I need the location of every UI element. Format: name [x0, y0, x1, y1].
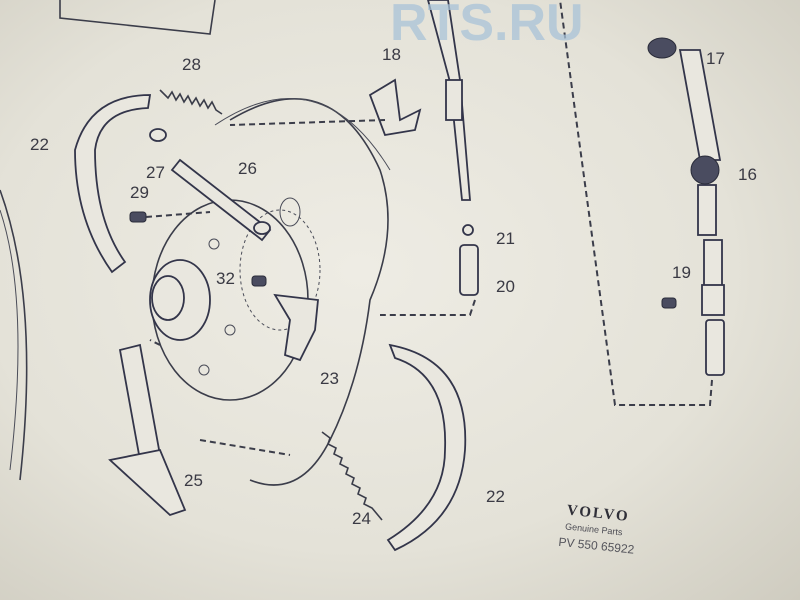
washer-21 — [462, 224, 474, 236]
frame-box — [59, 0, 216, 35]
callout-19: 19 — [672, 263, 691, 282]
cable-end-20 — [459, 244, 479, 296]
adjuster-25 — [108, 448, 187, 517]
volvo-logo: VOLVO — [566, 502, 630, 525]
bracket-18 — [368, 78, 422, 137]
adjuster-rod — [170, 158, 272, 242]
adjuster-pin — [149, 128, 167, 142]
callout-32: 32 — [216, 269, 235, 288]
callout-26: 26 — [238, 159, 257, 178]
drum-edge-inner — [0, 209, 19, 471]
callout-24: 24 — [352, 509, 371, 528]
abs-ring — [239, 209, 321, 331]
screw-32 — [251, 275, 267, 287]
cable-route — [380, 299, 476, 316]
cable-section — [703, 239, 723, 291]
lever-23 — [273, 293, 319, 362]
callout-18: 18 — [382, 45, 401, 64]
callout-20: 20 — [496, 277, 515, 296]
bolt-hole — [208, 238, 220, 250]
callout-16: 16 — [738, 165, 757, 184]
callout-27: 27 — [146, 163, 165, 182]
leader-line — [229, 119, 386, 126]
bolt-hole — [198, 364, 210, 376]
screw-19 — [661, 297, 677, 309]
backing-plate-rim — [214, 98, 391, 171]
lever-25 — [118, 343, 162, 462]
backing-plate — [229, 98, 389, 486]
callout-25: 25 — [184, 471, 203, 490]
cable-section — [697, 184, 717, 236]
part-number: PV 550 65922 — [558, 535, 635, 557]
cable-sleeve — [445, 79, 463, 121]
leader-line — [145, 211, 211, 218]
screw-29 — [129, 211, 147, 223]
callout-28: 28 — [182, 55, 201, 74]
leader-line — [149, 339, 291, 456]
cable-end — [705, 319, 725, 376]
callout-22-lower: 22 — [486, 487, 505, 506]
drum-edge — [0, 189, 28, 481]
grommet-16 — [690, 155, 720, 185]
watermark: RTS.RU — [390, 0, 584, 52]
callout-22: 22 — [30, 135, 49, 154]
hub-center — [151, 275, 185, 321]
brake-shoe-lower — [386, 343, 467, 552]
bolt-hole — [224, 324, 236, 336]
cable-bracket — [701, 284, 725, 316]
spring-24 — [321, 431, 383, 521]
callout-21: 21 — [496, 229, 515, 248]
callout-23: 23 — [320, 369, 339, 388]
clip-17 — [647, 37, 677, 59]
genuine-parts-label: Genuine Parts — [565, 521, 624, 537]
callout-29: 29 — [130, 183, 149, 202]
callout-17: 17 — [706, 49, 725, 68]
brake-shoe-upper — [74, 94, 152, 274]
adjuster-nut — [253, 221, 271, 235]
spring-28 — [159, 89, 223, 115]
plate-hole — [279, 197, 301, 227]
cable-route — [559, 0, 713, 406]
cable-right — [678, 49, 722, 161]
